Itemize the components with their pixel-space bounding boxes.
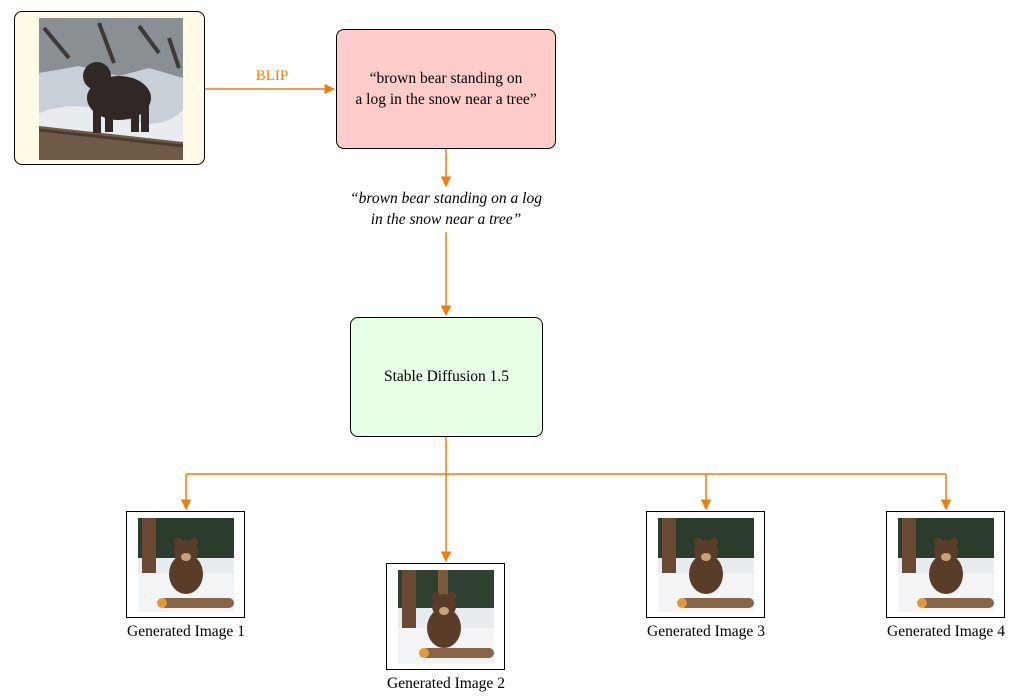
prompt-text: “brown bear standing on a log in the sno… bbox=[330, 188, 562, 230]
blip-edge-label: BLIP bbox=[255, 68, 289, 84]
generated-image-4-label: Generated Image 4 bbox=[887, 623, 1005, 640]
generated-bear-photo-1 bbox=[138, 518, 234, 612]
generated-bear-photo-3 bbox=[658, 518, 754, 612]
generated-image-1-label: Generated Image 1 bbox=[127, 623, 245, 640]
generated-image-1-frame bbox=[126, 511, 245, 618]
input-bear-photo bbox=[39, 18, 183, 160]
generated-image-3-label: Generated Image 3 bbox=[647, 623, 765, 640]
caption-box: “brown bear standing on a log in the sno… bbox=[336, 29, 556, 149]
generated-image-2-frame bbox=[386, 563, 505, 670]
generated-bear-photo-4 bbox=[898, 518, 994, 612]
generated-image-3-frame bbox=[646, 511, 765, 618]
generated-bear-photo-2 bbox=[398, 570, 494, 664]
caption-line-2: a log in the snow near a tree” bbox=[355, 91, 537, 108]
caption-line-1: “brown bear standing on bbox=[369, 70, 523, 87]
prompt-line-1: “brown bear standing on a log bbox=[350, 190, 542, 207]
model-label: Stable Diffusion 1.5 bbox=[384, 368, 509, 385]
prompt-line-2: in the snow near a tree” bbox=[370, 211, 522, 228]
generated-image-2-label: Generated Image 2 bbox=[387, 675, 505, 692]
input-image-frame bbox=[14, 11, 205, 165]
generated-image-4-frame bbox=[886, 511, 1005, 618]
stable-diffusion-box: Stable Diffusion 1.5 bbox=[350, 317, 543, 437]
